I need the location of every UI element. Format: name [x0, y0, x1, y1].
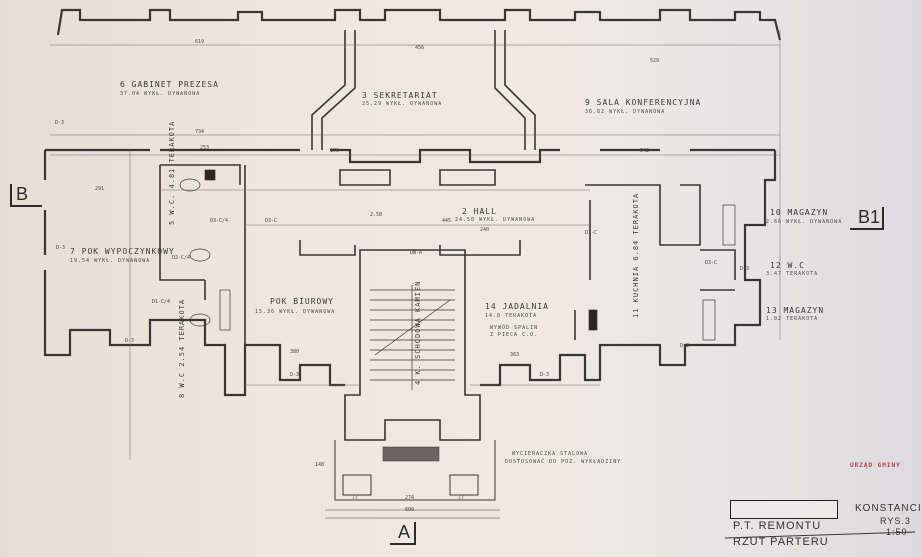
door-tag: D2-C/4: [172, 255, 191, 261]
door-tag: D-3: [290, 372, 300, 378]
staircase: [370, 285, 455, 390]
room-label: 6 GABINET PREZESA: [120, 80, 219, 89]
room-area: 14.0 TERAKOTA: [485, 313, 538, 319]
door-tag: D3-C/4: [210, 218, 229, 224]
door-tag: D-3: [125, 338, 135, 344]
room-label: 10 MAGAZYN: [770, 208, 829, 217]
section-marker-a: A: [390, 522, 417, 545]
mat-note-2: DOSTOSOWAĆ DO POZ. WYKŁADZINY: [505, 459, 622, 465]
door-tag: D3-C: [265, 218, 278, 224]
title-block-underline: [724, 531, 916, 539]
dimension: 2.50: [370, 212, 383, 218]
interior-walls: [159, 30, 736, 441]
room-label: 3 SEKRETARIAT: [362, 91, 438, 100]
dimension: 380: [290, 349, 300, 355]
entrance-porch: [325, 440, 500, 519]
dimension-lines: [50, 30, 781, 460]
door-tag: D-3: [55, 120, 65, 126]
dimension: 363: [510, 352, 520, 358]
dimension: 274: [405, 495, 415, 501]
door-tag: D3-C: [585, 230, 598, 236]
room-label: 7 POK WYPOCZYNKOWY: [70, 247, 175, 256]
flue-note: WYWÓD SPALIN: [490, 325, 539, 331]
door-tag: D-3: [680, 343, 690, 349]
dimension: 542: [640, 148, 650, 154]
room-area: 3.47 TERAKOTA: [766, 271, 819, 277]
room-area: 15.36 WYKŁ. DYWANOWA: [255, 309, 336, 315]
door-tag: DW-A: [410, 250, 423, 256]
door-tag: D-3: [56, 245, 66, 251]
dimension: 600: [405, 507, 415, 513]
dimension: 619: [195, 39, 205, 45]
room-label: 12 W.C: [770, 261, 805, 270]
room-label: 14 JADALNIA: [485, 302, 549, 311]
redacted-field: [730, 500, 838, 519]
dimension: 179: [330, 148, 340, 154]
dimension: 529: [650, 58, 660, 64]
room-label: 8 W.C 2.54 TERAKOTA: [178, 298, 186, 398]
fixtures: [179, 169, 736, 341]
dimension: 291: [95, 186, 105, 192]
dimension: 253: [200, 145, 210, 151]
dimension: 240: [480, 227, 490, 233]
door-tag: D1-C/4: [152, 299, 171, 305]
exterior-walls: [43, 8, 782, 397]
room-label: 11 KUCHNIA 6.84 TERAKOTA: [632, 192, 640, 318]
room-label: 9 SALA KONFERENCYJNA: [585, 98, 702, 107]
dimension: 456: [415, 45, 425, 51]
room-label: 5 W.C. 4.81 TERAKOTA: [168, 120, 176, 225]
room-label: POK BIUROWY: [270, 297, 334, 306]
room-area: 25.29 WYKŁ. DYWANOWA: [362, 101, 443, 107]
office-stamp: URZĄD GMINY: [850, 462, 901, 469]
room-area: 1.82 TERAKOTA: [766, 316, 819, 322]
section-marker-b1: B1: [850, 207, 885, 230]
project-title: P.T. REMONTU: [733, 520, 822, 532]
room-area: 37.04 WYKŁ. DYWANOWA: [120, 91, 201, 97]
dimension: 77: [352, 495, 359, 501]
dimension: 734: [195, 129, 205, 135]
room-area: 19.54 WYKŁ. DYWANOWA: [70, 258, 151, 264]
section-marker-b: B: [10, 184, 43, 207]
dimension: 445: [442, 218, 452, 224]
room-area: 2.66 WYKŁ. DYWANOWA: [766, 219, 843, 225]
door-tag: D-3: [540, 372, 550, 378]
mat-note: WYCIERACZKA STALOWA: [512, 451, 589, 457]
sheet-title: RZUT PARTERU: [733, 536, 829, 548]
room-label: 13 MAGAZYN: [766, 306, 825, 315]
dimension: 148: [315, 462, 325, 468]
room-label: 2 HALL: [462, 207, 497, 216]
room-area: 36.82 WYKŁ. DYWANOWA: [585, 109, 666, 115]
dimension: 77: [458, 495, 465, 501]
door-tag: D3-C: [705, 260, 718, 266]
door-tag: D-3: [740, 266, 750, 272]
flue-note-2: Z PIECA C.O.: [490, 332, 539, 338]
drawing-number: RYS.3: [880, 516, 911, 526]
room-area: 24.50 WYKŁ. DYWANOWA: [455, 217, 536, 223]
scale: 1:50: [886, 527, 908, 537]
room-label: 4 K. SCHODOWA KAMIEŃ: [414, 280, 422, 385]
location: KONSTANCIN: [855, 503, 922, 514]
